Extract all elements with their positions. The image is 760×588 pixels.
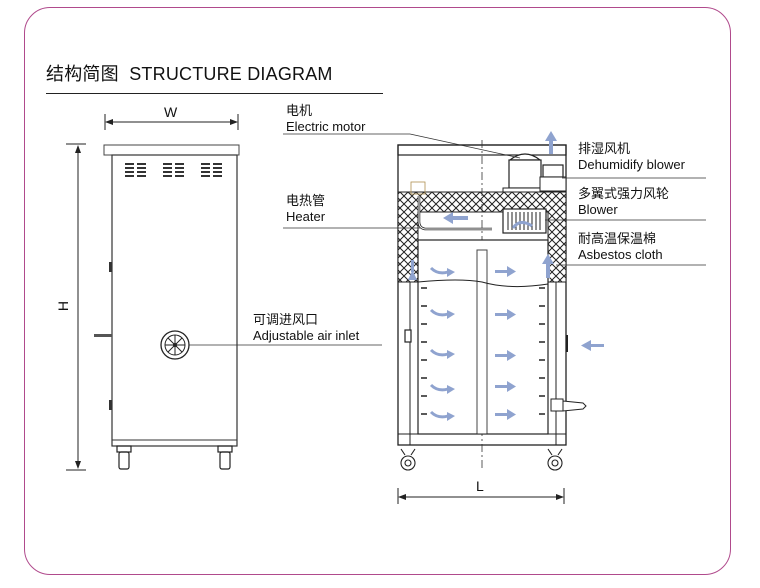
width-dimension xyxy=(104,114,239,130)
front-section-view xyxy=(283,131,706,504)
label-cn: 耐高温保温棉 xyxy=(578,231,657,246)
caster-wheels xyxy=(116,445,233,470)
length-dimension xyxy=(397,488,565,504)
label-cn: 排湿风机 xyxy=(578,141,631,156)
curved-airflow-arrows xyxy=(429,221,533,419)
label-en: Heater xyxy=(286,209,326,224)
label-asbestos-cloth: 耐高温保温棉 Asbestos cloth xyxy=(578,231,663,263)
label-cn: 可调进风口 xyxy=(253,312,319,327)
dehumidify-blower xyxy=(539,164,567,192)
page-frame xyxy=(24,7,731,575)
label-en: Blower xyxy=(578,202,618,217)
title-cn: 结构简图 xyxy=(46,64,119,84)
label-en: Dehumidify blower xyxy=(578,157,685,172)
electric-motor xyxy=(502,153,548,193)
page-title: 结构简图 STRUCTURE DIAGRAM xyxy=(46,60,333,86)
length-label: L xyxy=(476,478,484,494)
title-underline xyxy=(46,93,383,94)
shelf-rails xyxy=(421,287,545,415)
label-heater: 电热管 Heater xyxy=(286,193,325,225)
label-cn: 多翼式强力风轮 xyxy=(578,186,670,201)
label-cn: 电机 xyxy=(286,103,313,118)
blower-wheel xyxy=(502,208,547,234)
air-inlet-icon xyxy=(160,330,190,360)
label-electric-motor: 电机 Electric motor xyxy=(286,103,365,135)
label-en: Asbestos cloth xyxy=(578,247,663,262)
title-en: STRUCTURE DIAGRAM xyxy=(129,64,333,84)
side-view xyxy=(66,114,382,471)
airflow-arrows xyxy=(408,131,604,420)
label-dehumidify-blower: 排湿风机 Dehumidify blower xyxy=(578,141,685,173)
height-label: H xyxy=(55,300,72,312)
vent-grilles xyxy=(125,163,222,177)
door-latch xyxy=(550,398,587,412)
width-label: W xyxy=(164,104,178,120)
label-blower: 多翼式强力风轮 Blower xyxy=(578,186,669,218)
label-cn: 电热管 xyxy=(286,193,326,208)
height-dimension xyxy=(66,143,86,471)
label-en: Adjustable air inlet xyxy=(253,328,360,343)
heater-tube xyxy=(410,181,492,231)
front-caster-wheels xyxy=(400,448,563,471)
label-en: Electric motor xyxy=(286,119,366,134)
label-adjustable-air-inlet: 可调进风口 Adjustable air inlet xyxy=(253,312,359,344)
leader-lines xyxy=(283,133,706,266)
